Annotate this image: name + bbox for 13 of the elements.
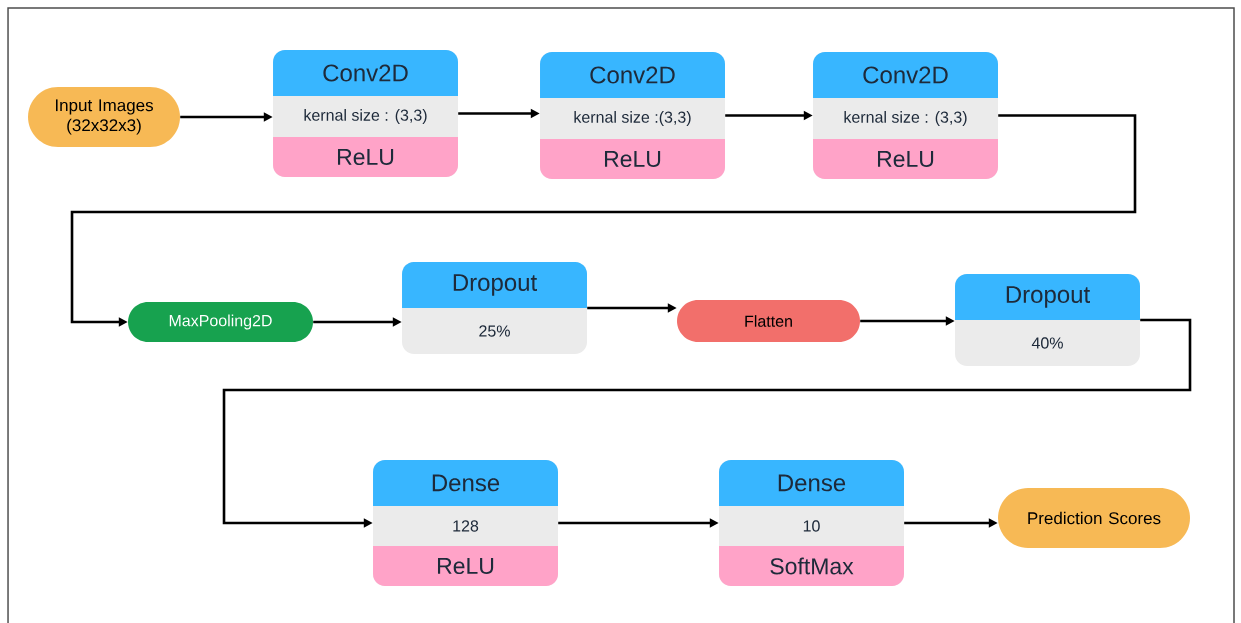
layer-box: Dropout 25% (402, 262, 587, 354)
layer-box: Dense 10 SoftMax (719, 460, 904, 586)
layer-pill: Flatten (677, 300, 860, 342)
layer-box: Dense 128 ReLU (373, 460, 558, 586)
layer-box: Conv2D kernal size :(3,3) ReLU (540, 52, 725, 179)
layer-pill: Input Images (32x32x3) (28, 87, 180, 147)
layer-box: Conv2D kernal size : (3,3) ReLU (273, 50, 458, 177)
arrow (222, 318, 1192, 528)
layer-pill: Prediction Scores (998, 488, 1190, 548)
arrow (70, 114, 1137, 327)
layer-pill: MaxPooling2D (128, 302, 313, 342)
layer-box: Conv2D kernal size : (3,3) ReLU (813, 52, 998, 179)
layer-box: Dropout 40% (955, 274, 1140, 366)
